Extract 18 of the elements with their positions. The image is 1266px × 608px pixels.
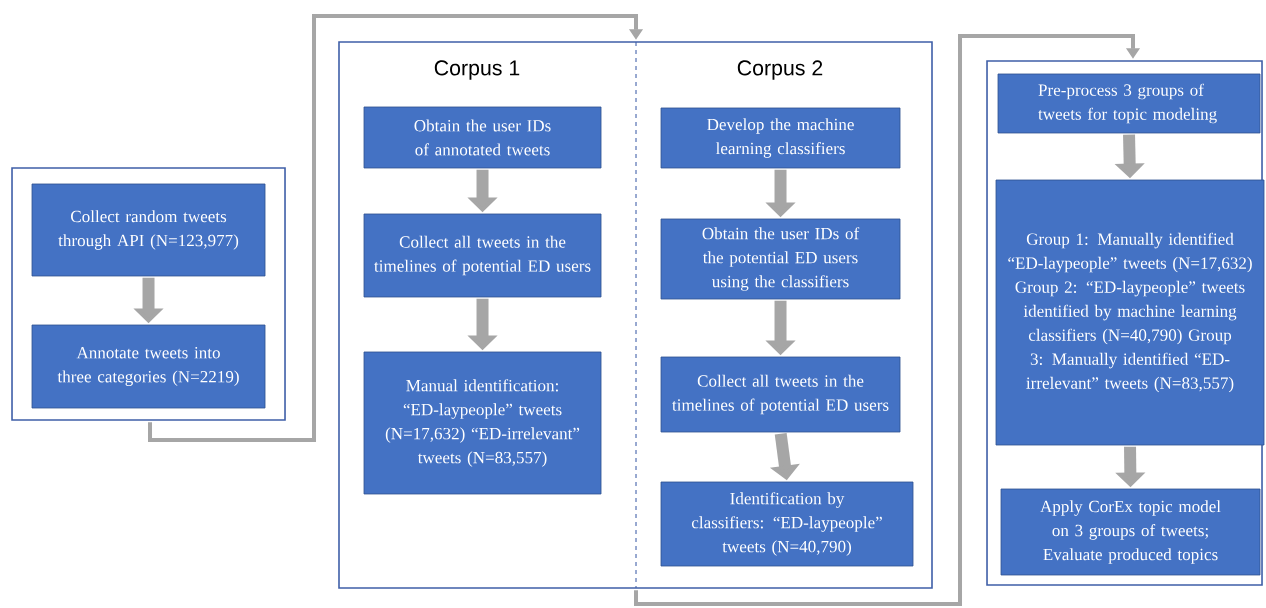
process-box: Collect all tweets in the timelines of potential ED users — [363, 213, 602, 298]
arrow — [634, 34, 1141, 606]
column-heading: Corpus 2 — [737, 60, 823, 80]
process-box: Develop the machine learning classifiers — [660, 107, 901, 169]
group-frame — [11, 167, 286, 421]
process-box: Obtain the user IDs of annotated tweets — [363, 106, 602, 169]
process-box: Manual identification: “ED-laypeople” tweets (N=17,632) “ED-irrelevant” tweets (N=83,557) — [363, 351, 602, 495]
process-box: Apply CorEx topic model on 3 groups of tweets; Evaluate produced topics — [1000, 488, 1261, 576]
process-box: Identification by classifiers: “ED-laypeople” tweets (N=40,790) — [660, 481, 914, 567]
process-box: Pre-process 3 groups of tweets for topic modeling — [997, 73, 1261, 134]
column-heading: Corpus 1 — [434, 60, 520, 80]
process-box: Collect all tweets in the timelines of potential ED users — [660, 356, 901, 433]
process-box: Obtain the user IDs of the potential ED users using the classifiers — [660, 218, 901, 300]
arrow — [148, 14, 644, 442]
group-frame — [338, 41, 933, 589]
process-box: Collect random tweets through API (N=123,977) — [31, 183, 266, 277]
process-box: Annotate tweets into three categories (N=2219) — [31, 324, 266, 409]
process-box: Group 1: Manually identified “ED-laypeople” tweets (N=17,632) Group 2: “ED-laypeople” tweets identified by machine learning classifiers (N=40,790) Group 3: Manually identified “ED-irrelevant” tweets (N=83,557) — [995, 179, 1265, 446]
